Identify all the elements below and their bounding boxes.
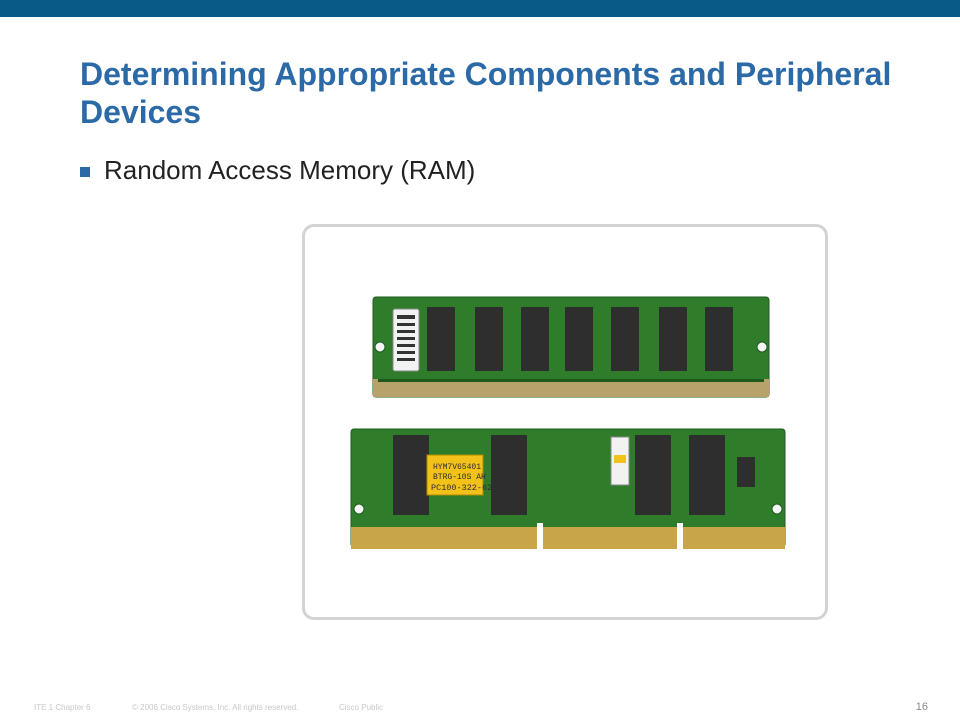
- ram-photo: HYM7V65401 BTRG-10S AH PC100-322-620: [302, 224, 828, 620]
- page-number: 16: [915, 701, 928, 713]
- ram-modules-illustration: HYM7V65401 BTRG-10S AH PC100-322-620: [350, 296, 786, 549]
- label-line-1: HYM7V65401: [433, 463, 481, 472]
- slide-title: Determining Appropriate Components and P…: [80, 56, 892, 130]
- footer-classification: Cisco Public: [339, 703, 384, 712]
- footer-copyright: © 2006 Cisco Systems, Inc. All rights re…: [132, 703, 299, 712]
- square-bullet-icon: [80, 166, 90, 177]
- footer-course: ITE 1 Chapter 6: [34, 703, 91, 712]
- label-line-3: PC100-322-620: [431, 483, 497, 493]
- top-bar: [0, 0, 960, 17]
- bullet-item: Random Access Memory (RAM): [80, 155, 475, 186]
- simm-module: [372, 296, 770, 398]
- dimm-module: HYM7V65401 BTRG-10S AH PC100-322-620: [350, 428, 786, 549]
- bullet-text: Random Access Memory (RAM): [104, 155, 476, 185]
- label-line-2: BTRG-10S AH: [433, 473, 486, 482]
